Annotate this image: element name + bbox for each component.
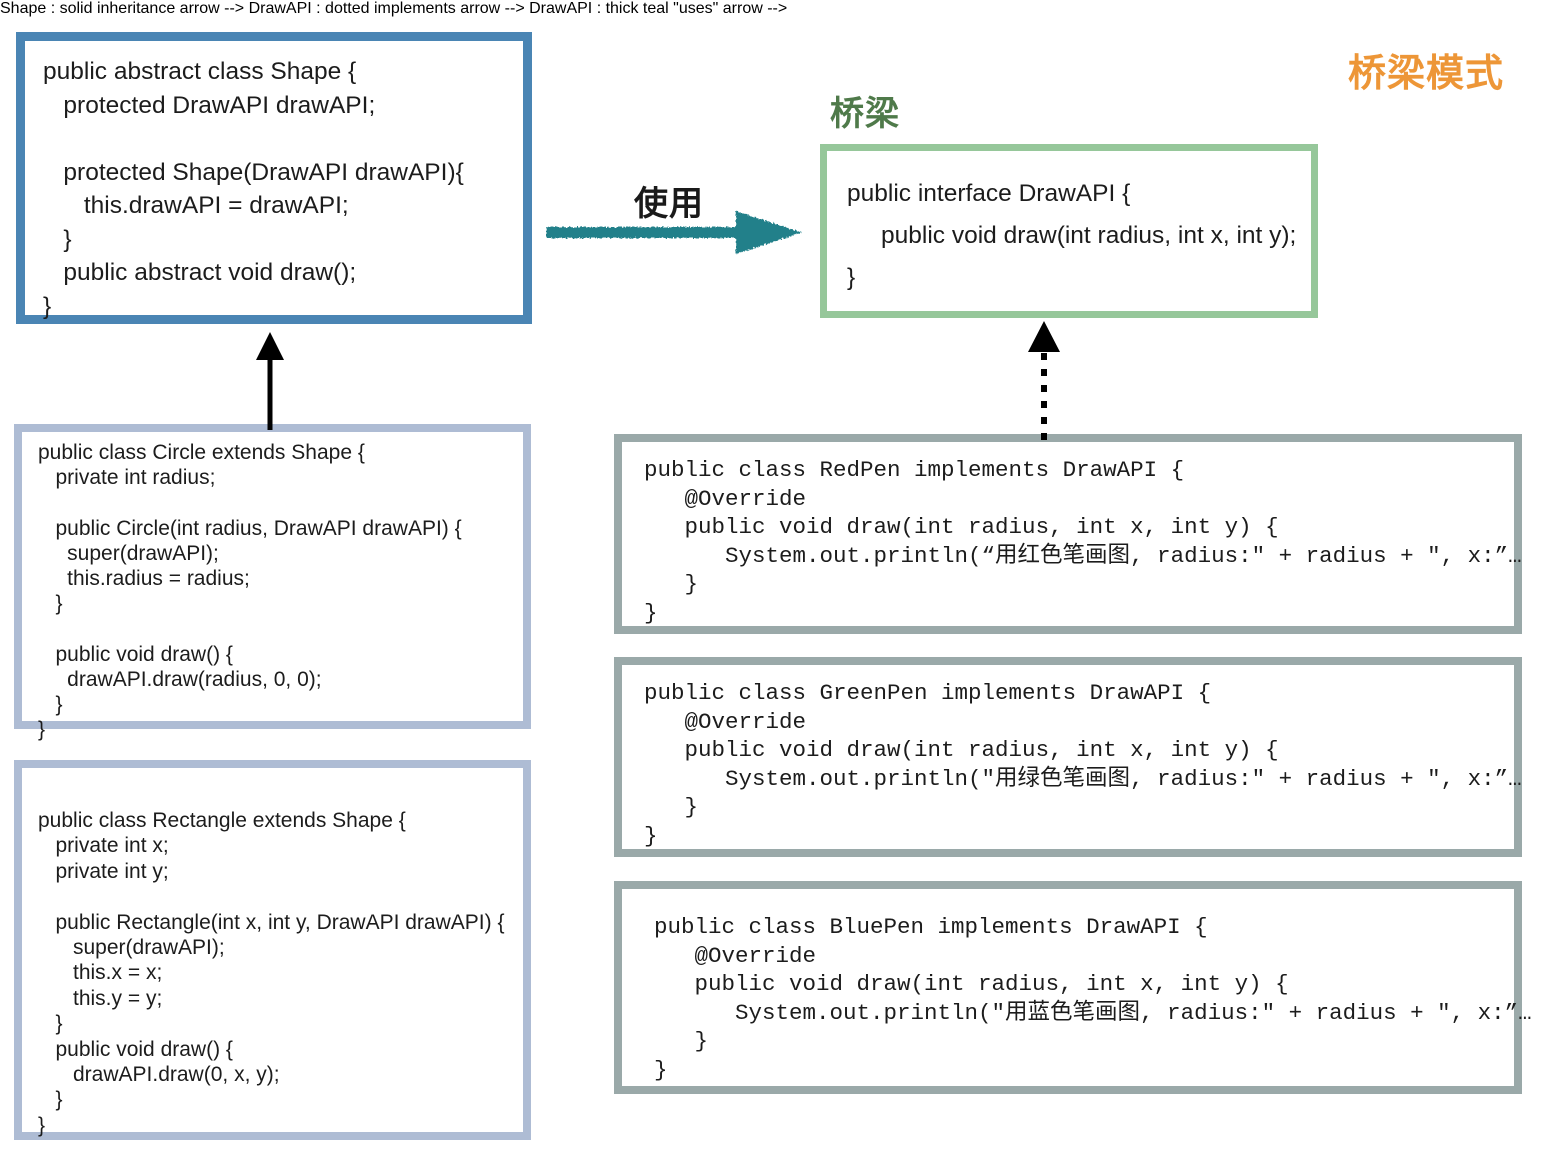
shape-class-box[interactable]: public abstract class Shape { protected … — [16, 32, 532, 324]
drawapi-interface-code: public interface DrawAPI { public void d… — [847, 180, 1297, 291]
bluepen-class-box[interactable]: public class BluePen implements DrawAPI … — [614, 881, 1532, 1094]
redpen-class-code: public class RedPen implements DrawAPI {… — [644, 457, 1522, 626]
rectangle-class-code: public class Rectangle extends Shape { p… — [38, 809, 505, 1137]
bluepen-class-code: public class BluePen implements DrawAPI … — [654, 914, 1532, 1083]
uses-arrow-label: 使用 — [634, 185, 704, 223]
greenpen-class-code: public class GreenPen implements DrawAPI… — [644, 680, 1522, 849]
circle-class-box[interactable]: public class Circle extends Shape { priv… — [14, 424, 531, 741]
shape-class-code: public abstract class Shape { protected … — [43, 58, 464, 320]
inheritance-arrow-icon — [256, 332, 284, 430]
rectangle-class-box[interactable]: public class Rectangle extends Shape { p… — [14, 760, 531, 1140]
drawapi-interface-box[interactable]: public interface DrawAPI { public void d… — [820, 144, 1318, 318]
page-title: 桥梁模式 — [1348, 53, 1505, 95]
redpen-class-box[interactable]: public class RedPen implements DrawAPI {… — [614, 434, 1522, 634]
circle-class-code: public class Circle extends Shape { priv… — [38, 441, 462, 742]
bridge-annotation-label: 桥梁 — [830, 95, 900, 133]
uses-arrow-icon — [546, 211, 802, 254]
greenpen-class-box[interactable]: public class GreenPen implements DrawAPI… — [614, 657, 1522, 857]
implements-arrow-icon — [1028, 321, 1060, 440]
